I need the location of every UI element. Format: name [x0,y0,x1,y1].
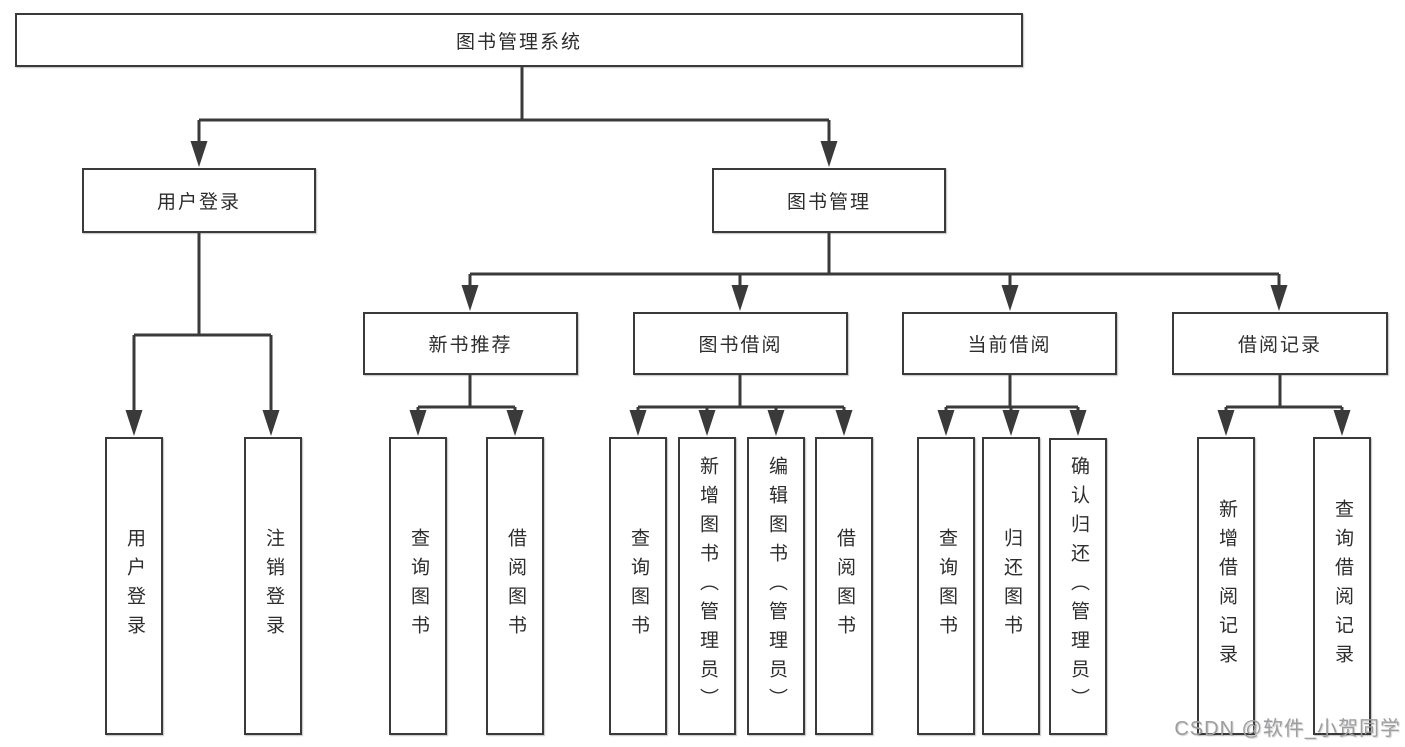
node-leaf-add-borrow-record: 新增借阅记录 [1197,437,1255,735]
csdn-watermark: CSDN @软件_小贺同学 [1174,718,1401,740]
node-label: 查询图书 [407,528,429,644]
node-label: 注销登录 [262,528,284,644]
node-current-borrowing: 当前借阅 [902,312,1117,375]
node-leaf-edit-books-admin: 编辑图书（管理员） [747,437,805,735]
node-user-login: 用户登录 [82,168,316,233]
node-leaf-confirm-return-admin: 确认归还（管理员） [1049,438,1107,735]
node-label: 借阅图书 [504,528,526,644]
node-label: 用户登录 [156,192,241,213]
node-book-borrowing: 图书借阅 [633,312,848,375]
node-leaf-query-borrow-record: 查询借阅记录 [1313,437,1371,735]
node-leaf-user-login: 用户登录 [105,437,163,735]
node-label: 确认归还（管理员） [1067,456,1089,717]
node-leaf-query-books-current: 查询图书 [917,437,975,735]
node-label: 查询图书 [935,528,957,644]
node-library-system: 图书管理系统 [15,13,1023,67]
node-leaf-logout: 注销登录 [244,437,302,735]
node-label: 新增借阅记录 [1215,499,1237,673]
node-label: 查询图书 [627,528,649,644]
node-label: 图书管理系统 [455,31,582,53]
node-label: 查询借阅记录 [1331,499,1353,673]
node-leaf-query-books-borrowing: 查询图书 [609,437,667,735]
node-label: 图书借阅 [698,335,783,356]
node-label: 用户登录 [123,528,145,644]
node-leaf-borrow-books-recommend: 借阅图书 [486,437,544,735]
node-leaf-add-books-admin: 新增图书（管理员） [678,437,736,735]
node-leaf-query-books-recommend: 查询图书 [389,437,447,735]
node-label: 当前借阅 [967,335,1052,356]
arrowheads [125,141,1351,436]
node-borrowing-records: 借阅记录 [1172,312,1388,375]
node-leaf-borrow-books: 借阅图书 [815,437,873,735]
node-label: 借阅记录 [1237,335,1322,356]
node-new-book-recommend: 新书推荐 [363,312,578,375]
node-label: 新增图书（管理员） [696,455,718,717]
node-label: 归还图书 [1000,528,1022,644]
node-label: 借阅图书 [833,528,855,644]
node-leaf-return-books: 归还图书 [982,437,1040,735]
node-book-management: 图书管理 [712,168,946,233]
node-label: 编辑图书（管理员） [765,455,787,717]
node-label: 新书推荐 [428,335,513,356]
node-label: 图书管理 [786,192,871,213]
